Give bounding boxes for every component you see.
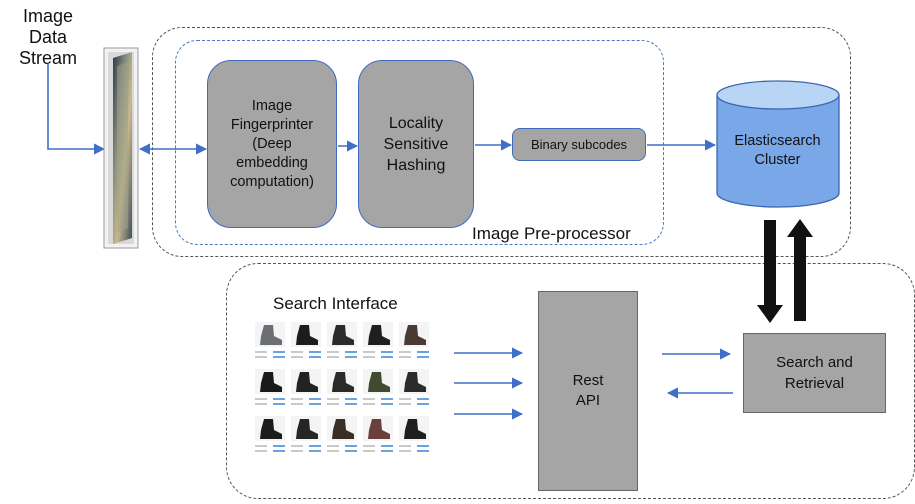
fingerprinter-line: embedding — [236, 154, 308, 171]
boot-image — [399, 322, 429, 347]
database-cylinder-icon — [716, 80, 840, 208]
product-thumbnail — [253, 320, 287, 364]
product-thumbnail — [289, 367, 323, 411]
boot-image — [399, 369, 429, 394]
boot-image — [399, 416, 429, 441]
product-thumbnail — [325, 320, 359, 364]
preprocessor-inner-container — [175, 40, 664, 245]
image-data-stream-line2: Data Stream — [18, 27, 78, 68]
product-thumbnail — [325, 414, 359, 458]
boot-image — [327, 322, 357, 347]
image-fingerprinter-box: Image Fingerprinter (Deep embedding comp… — [207, 60, 337, 228]
image-stack-icon — [103, 47, 139, 249]
lsh-line: Sensitive — [383, 135, 449, 153]
lsh-line: Hashing — [386, 156, 446, 174]
product-thumbnail — [397, 414, 431, 458]
product-thumbnail — [253, 367, 287, 411]
product-thumbnail — [397, 320, 431, 364]
elasticsearch-line1: Elasticsearch — [734, 133, 821, 149]
elasticsearch-cluster-label: Elasticsearch Cluster — [716, 132, 839, 170]
fingerprinter-line: Image — [251, 97, 293, 114]
preprocessor-outer-container — [152, 27, 851, 257]
product-thumbnail — [361, 367, 395, 411]
stream-to-stack-arrow — [47, 64, 106, 155]
image-preprocessor-label: Image Pre-processor — [472, 224, 631, 243]
retrieval-line1: Search and — [776, 354, 853, 371]
rest-api-box: Rest API — [538, 291, 638, 491]
boot-image — [255, 369, 285, 394]
boot-image — [327, 369, 357, 394]
fingerprinter-line: (Deep — [252, 135, 292, 152]
rest-api-line1: Rest — [572, 372, 604, 389]
search-interface-label: Search Interface — [273, 294, 398, 313]
product-thumbnail — [325, 367, 359, 411]
retrieval-line2: Retrieval — [784, 375, 845, 392]
rest-api-line2: API — [575, 392, 601, 409]
boot-image — [363, 369, 393, 394]
boot-image — [291, 322, 321, 347]
boot-image — [255, 416, 285, 441]
es-retrieval-arrows — [757, 219, 813, 323]
boot-image — [255, 322, 285, 347]
boot-image — [363, 322, 393, 347]
product-thumbnail — [361, 414, 395, 458]
product-thumbnail — [253, 414, 287, 458]
product-thumbnail — [289, 414, 323, 458]
fingerprinter-line: Fingerprinter — [230, 116, 314, 133]
lsh-line: Locality — [388, 114, 444, 132]
binary-subcodes-box: Binary subcodes — [512, 128, 646, 161]
product-thumbnail — [361, 320, 395, 364]
boot-image — [291, 369, 321, 394]
product-thumbnail — [397, 367, 431, 411]
boot-image — [291, 416, 321, 441]
binary-subcodes-label: Binary subcodes — [530, 137, 628, 152]
locality-sensitive-hashing-box: Locality Sensitive Hashing — [358, 60, 474, 228]
product-grid-thumbnail — [253, 320, 432, 458]
search-and-retrieval-box: Search and Retrieval — [743, 333, 886, 413]
image-data-stream-title: Image Data Stream — [0, 6, 96, 69]
boot-image — [327, 416, 357, 441]
image-data-stream-line1: Image — [22, 6, 74, 26]
boot-image — [363, 416, 393, 441]
fingerprinter-line: computation) — [230, 173, 314, 190]
elasticsearch-line2: Cluster — [754, 152, 801, 168]
product-thumbnail — [289, 320, 323, 364]
